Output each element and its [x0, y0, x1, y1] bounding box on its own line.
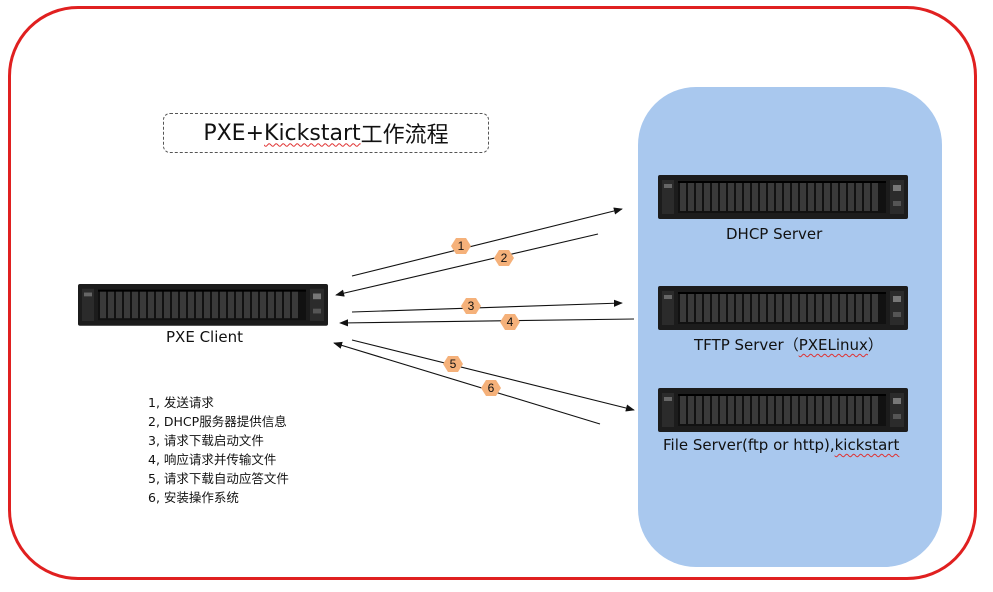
- step-item: 1, 发送请求: [148, 395, 214, 410]
- svg-text:6: 6: [488, 381, 495, 395]
- badge-4: 4: [500, 314, 520, 330]
- diagram-title: PXE+Kickstart 工作流程: [163, 113, 489, 153]
- title-kickstart: Kickstart: [264, 120, 361, 146]
- tftp-pxelinux: PXELinux: [798, 336, 868, 354]
- file-server-icon: [658, 388, 908, 432]
- dhcp-server-icon: [658, 175, 908, 219]
- badge-3: 3: [461, 298, 481, 314]
- step-item: 5, 请求下载自动应答文件: [148, 471, 289, 486]
- tftp-close: ）: [867, 336, 883, 354]
- title-prefix: PXE+: [203, 120, 265, 146]
- tftp-server-icon: [658, 286, 908, 330]
- steps-list: 1, 发送请求 2, DHCP服务器提供信息 3, 请求下载启动文件 4, 响应…: [148, 393, 289, 507]
- pxe-client-label: PXE Client: [166, 328, 243, 346]
- svg-text:5: 5: [450, 357, 457, 371]
- arrow-6-install: [333, 341, 601, 425]
- dhcp-server-label: DHCP Server: [726, 225, 823, 243]
- file-server-label: File Server(ftp or http),kickstart: [663, 436, 899, 454]
- step-item: 2, DHCP服务器提供信息: [148, 414, 287, 429]
- file-server-name: File Server(ftp or http),: [663, 436, 835, 454]
- arrow-1-request: [351, 207, 623, 277]
- arrow-4-transfer: [339, 318, 635, 327]
- title-suffix: 工作流程: [360, 123, 449, 148]
- outer-frame: [8, 6, 977, 580]
- arrow-5-request-answer: [351, 339, 635, 412]
- step-item: 3, 请求下载启动文件: [148, 433, 264, 448]
- tftp-server-label: TFTP Server（PXELinux）: [694, 334, 883, 355]
- svg-text:4: 4: [507, 315, 514, 329]
- svg-text:2: 2: [501, 251, 508, 265]
- step-item: 6, 安装操作系统: [148, 490, 239, 505]
- tftp-server-name: TFTP Server（: [694, 336, 799, 354]
- arrow-2-dhcp-offer: [335, 233, 599, 297]
- badge-1: 1: [451, 238, 471, 254]
- svg-text:3: 3: [468, 299, 475, 313]
- pxe-client-server-icon: [78, 284, 328, 326]
- badge-6: 6: [481, 380, 501, 396]
- step-item: 4, 响应请求并传输文件: [148, 452, 277, 467]
- svg-text:1: 1: [458, 239, 465, 253]
- badge-5: 5: [443, 356, 463, 372]
- file-server-kickstart: kickstart: [834, 436, 900, 454]
- badge-2: 2: [494, 250, 514, 266]
- arrow-3-request-boot: [351, 299, 623, 313]
